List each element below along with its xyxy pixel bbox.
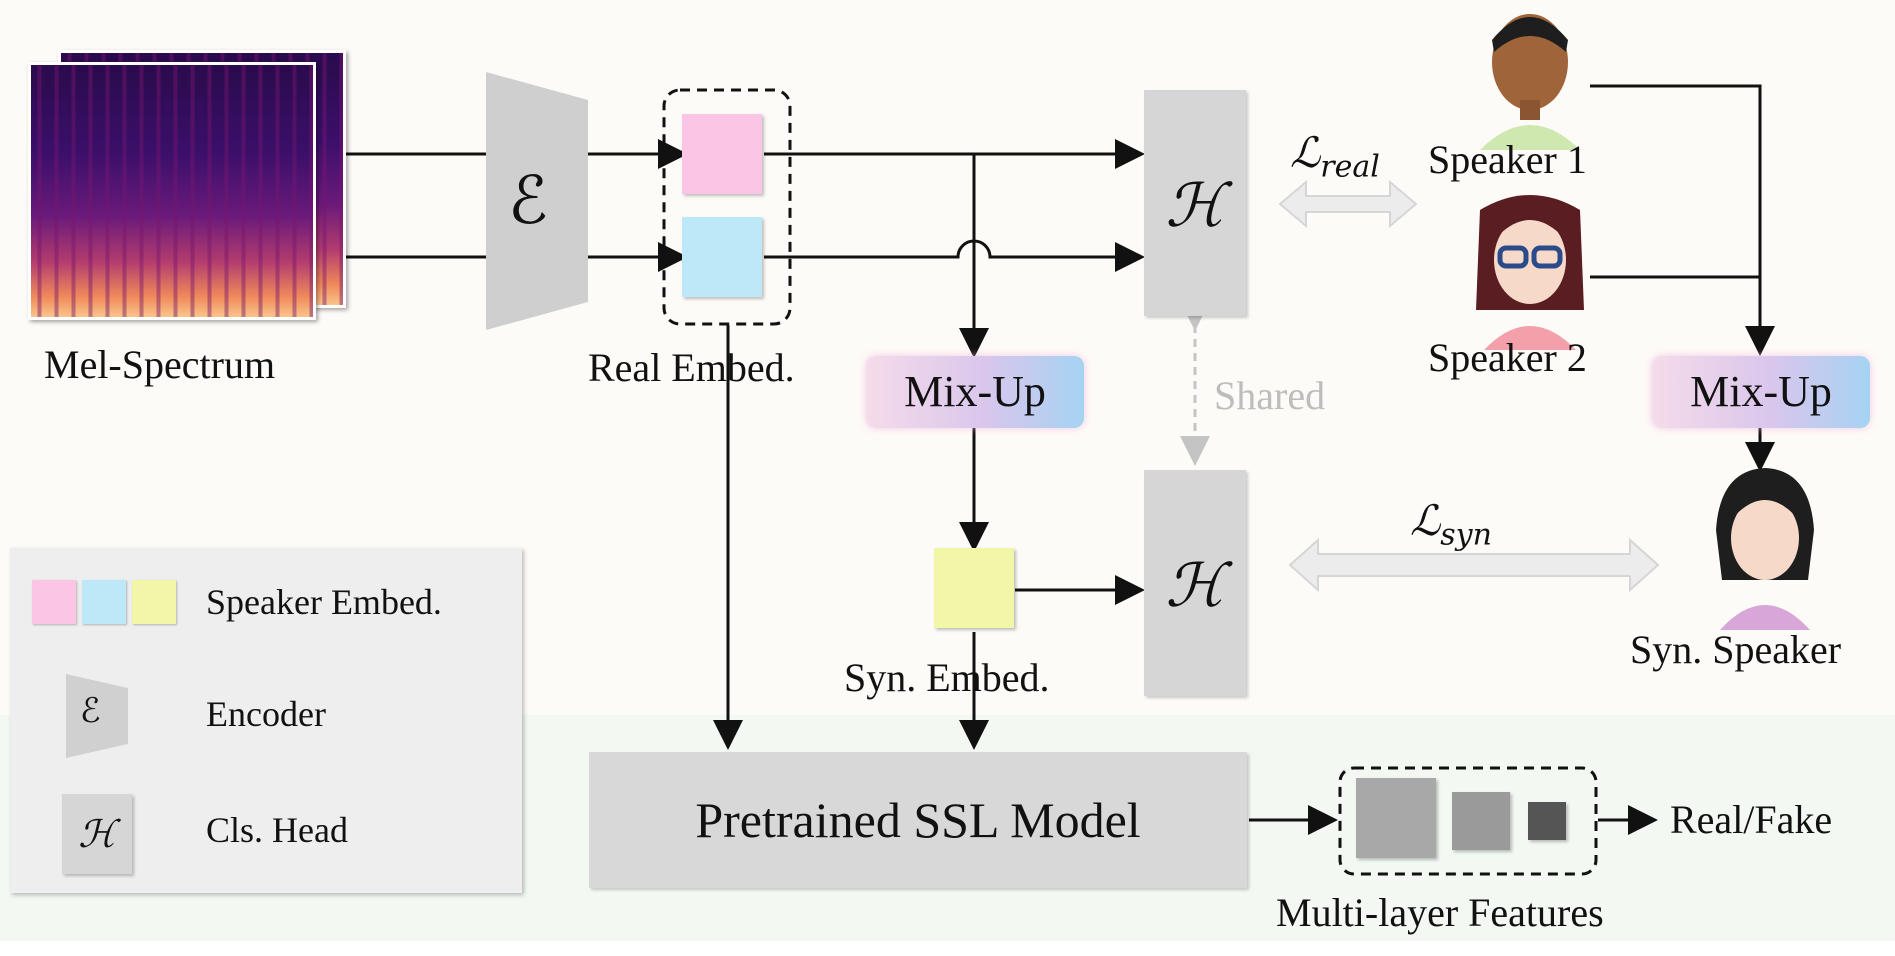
real-embed-blue (682, 217, 762, 297)
head-symbol-top: ℋ (1165, 171, 1225, 241)
mel-spectrogram-front (28, 62, 316, 320)
loss-syn: ℒsyn (1410, 496, 1492, 553)
syn-embed-label: Syn. Embed. (844, 655, 1050, 700)
syn-speaker-avatar (1716, 468, 1814, 630)
feature-medium (1452, 792, 1510, 850)
encoder-shape (486, 72, 588, 330)
mixup-center: Mix-Up (866, 356, 1084, 428)
loss-real-double-arrow (1278, 179, 1418, 229)
pretrained-ssl-model: Pretrained SSL Model (589, 752, 1247, 888)
mel-spectrum-label: Mel-Spectrum (44, 342, 276, 387)
syn-speaker-label: Syn. Speaker (1630, 627, 1842, 672)
real-embed-group (662, 88, 792, 326)
legend-head-icon: ℋ (62, 794, 132, 874)
legend-yellow-square (132, 580, 176, 624)
features-group (1338, 766, 1598, 876)
shared-label: Shared (1214, 373, 1326, 418)
legend-speaker-embed-label: Speaker Embed. (206, 582, 442, 622)
encoder-symbol: ℰ (508, 162, 548, 239)
cls-head-bottom (1144, 470, 1246, 696)
legend-blue-square (82, 580, 126, 624)
multi-layer-features-label: Multi-layer Features (1276, 890, 1604, 935)
syn-embed-yellow (934, 548, 1014, 628)
speaker2-label: Speaker 2 (1428, 335, 1587, 380)
cls-head-top (1144, 90, 1246, 316)
speaker2-avatar (1476, 195, 1584, 350)
legend-encoder-label: Encoder (206, 694, 326, 734)
real-embed-label: Real Embed. (588, 345, 795, 390)
loss-syn-double-arrow (1288, 537, 1660, 593)
speaker1-label: Speaker 1 (1428, 137, 1587, 182)
arrow-blue-head (764, 239, 1145, 272)
real-embed-pink (682, 114, 762, 194)
real-fake-label: Real/Fake (1670, 797, 1833, 842)
legend-panel: Speaker Embed. ℰ Encoder ℋ Cls. Head (10, 548, 522, 893)
legend-encoder-icon (66, 674, 128, 758)
loss-real: ℒreal (1290, 128, 1380, 185)
arrow-speaker1-mixup (1590, 84, 1775, 356)
head-symbol-bottom: ℋ (1165, 551, 1225, 621)
legend-cls-head-label: Cls. Head (206, 810, 348, 850)
feature-large (1356, 778, 1436, 858)
legend-pink-square (32, 580, 76, 624)
feature-small (1528, 802, 1566, 840)
mixup-right: Mix-Up (1652, 356, 1870, 428)
speaker1-avatar (1480, 14, 1580, 150)
legend-encoder-symbol: ℰ (80, 691, 101, 731)
